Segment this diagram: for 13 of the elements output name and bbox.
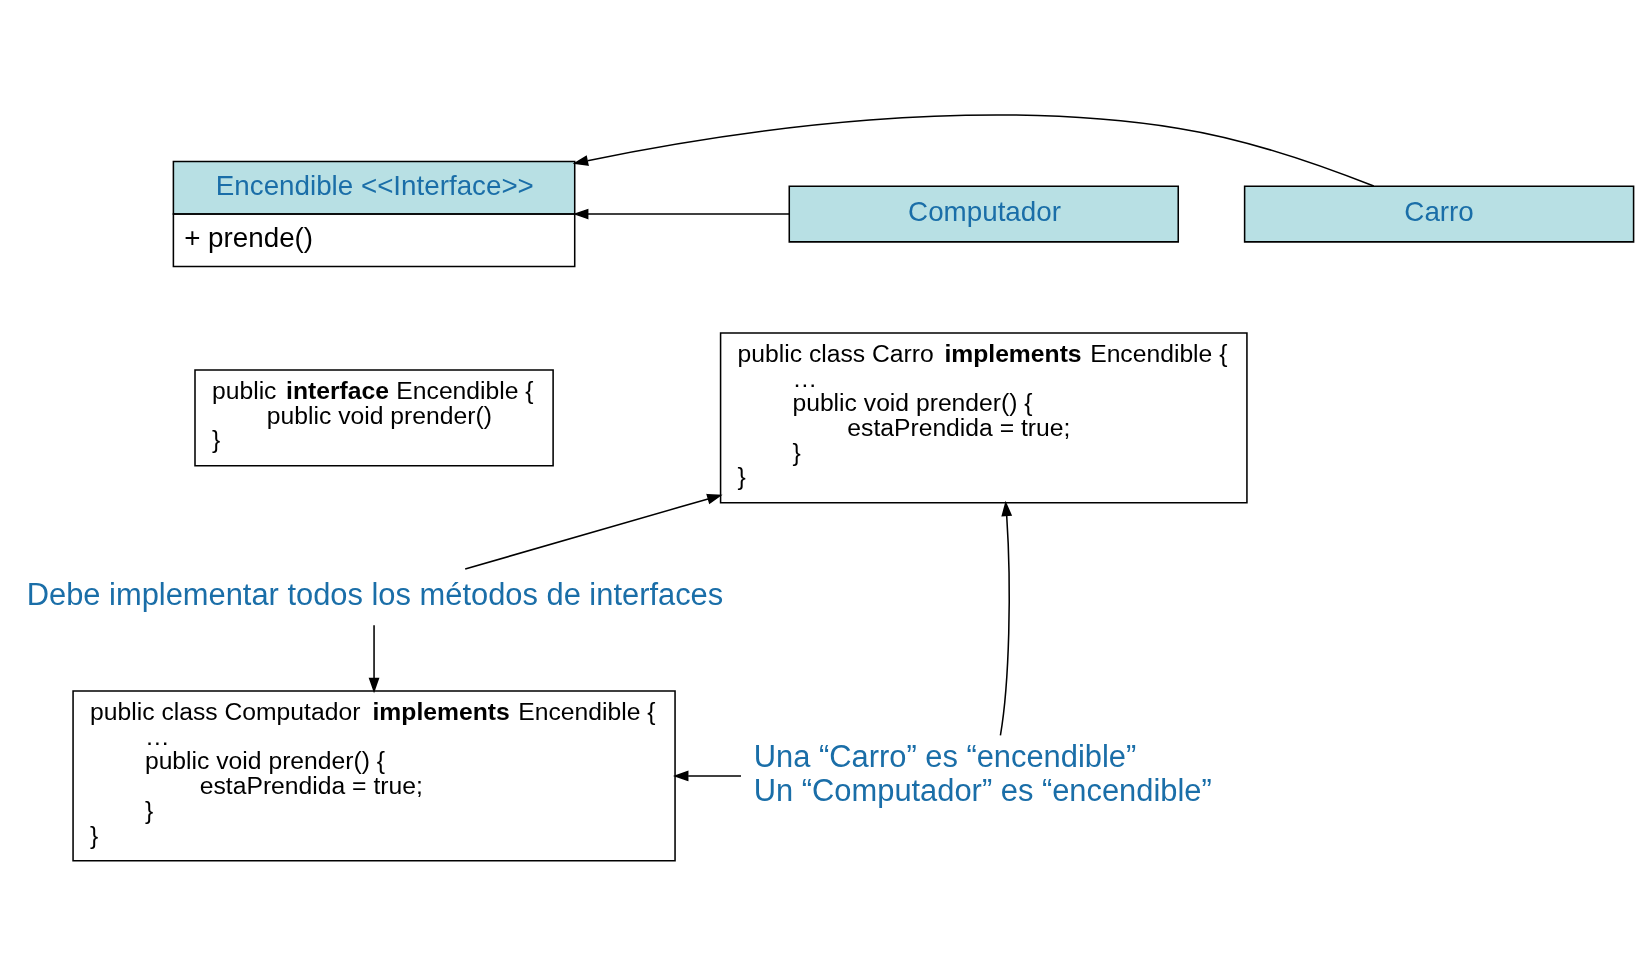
arrow xyxy=(572,208,790,220)
arrow xyxy=(999,500,1013,737)
arrow xyxy=(368,624,380,694)
node-box: Computador xyxy=(788,185,1179,243)
arrow xyxy=(572,114,1375,187)
node-box: public class Carro implements Encendible { … public void prender() { estaPrendida = true; } } xyxy=(719,332,1248,504)
node-box: public interface Encendible { public void prender() } xyxy=(194,369,554,467)
node-box: Carro xyxy=(1243,185,1635,243)
arrow xyxy=(464,493,723,570)
arrow xyxy=(673,770,742,782)
node-box: public class Computador implements Encendible { … public void prender() { estaPrendida = true; } } xyxy=(72,690,676,862)
node-text: Una “Carro” es “encendible” Un “Computador” es “encendible” xyxy=(753,738,1212,808)
node-text: Debe implementar todos los métodos de interfaces xyxy=(26,576,724,612)
